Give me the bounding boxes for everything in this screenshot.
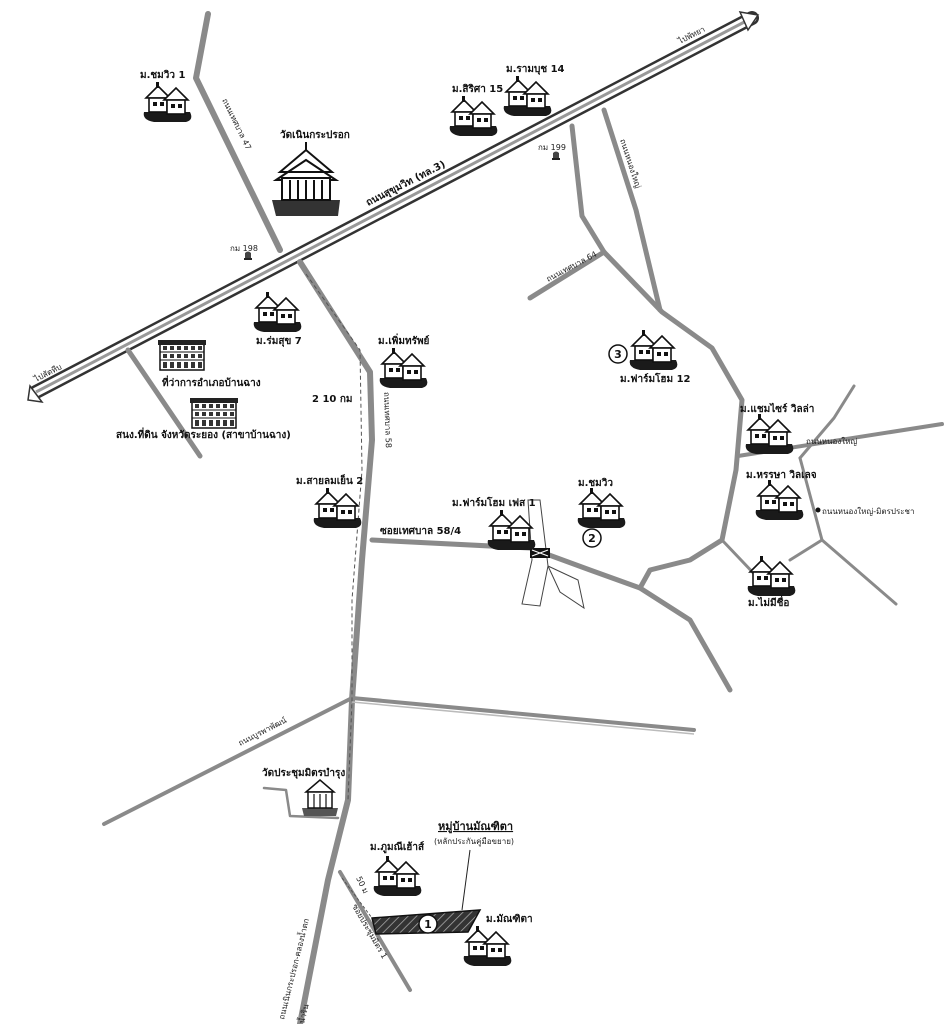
house-icon-farmhome12 [628,329,679,371]
label-road-bottom: น้ำริน [295,1002,311,1024]
label-highlight-title: หมู่บ้านมัณฑิตา [438,820,513,834]
label-romsuk7: ม.ร่มสุข 7 [256,335,302,347]
house-icon-romsuk7 [252,291,303,333]
road-network [27,11,944,1024]
label-hansa-villa: ม.หรรษา วิลเลจ [746,469,817,481]
building-icon-district-office [157,339,207,371]
label-distance-210: 2 10 กม [312,394,352,405]
label-land-office: สนง.ที่ดิน จังหวัดระยอง (สาขาบ้านฉาง) [116,427,291,441]
house-icon-chomwiw1 [142,81,193,123]
road-thesaban-58 [297,259,375,1024]
road-burapha [102,696,354,826]
house-icon-champs-villa [744,413,795,455]
canal-outline [521,499,585,610]
label-farmhome12: ม.ฟาร์มโฮม 12 [620,372,691,385]
house-icon-hansa-villa [754,479,805,521]
label-wat-noen: วัดเนินกระปรอก [280,129,350,141]
house-icon-chomwiw [576,487,627,529]
house-icon-farmhome-phase1 [486,509,537,551]
building-icon-land-office [189,397,239,429]
km-post-icon-199 [552,151,560,160]
house-icon-saitomyen2 [312,487,363,529]
road-temple-loop [262,786,340,820]
sukhumvit-highway [29,11,759,399]
road-to-land-office [125,347,203,459]
label-sirisa15: ม.สิริศา 15 [452,83,503,95]
house-icon-maimeechue [746,555,797,597]
svg-text:2: 2 [588,532,596,545]
label-road-thesaban-58: ถนนเทศบาล 58 [382,392,393,448]
road-thesaban-64 [527,249,607,301]
bridge-icon [530,548,550,558]
arrow-to-pattaya-icon [738,11,760,32]
label-ramabut14: ม.รามบุช 14 [506,64,565,75]
junction-dot [815,507,821,513]
label-km-198: กม 198 [230,244,258,253]
label-road-soi-58-4: ซอยเทศบาล 58/4 [380,526,461,537]
label-distance-50m: 50 ม [354,875,370,895]
road-thesaban-47 [193,11,283,253]
label-highlight-subtitle: (หลักประกันคู่มือขยาย) [434,837,514,847]
marker-1: 1 [418,914,438,934]
house-icon-manthida [462,925,513,967]
label-road-thesaban-64: ถนนเทศบาล 64 [545,249,599,283]
label-maimeechue: ม.ไม่มีชื่อ [748,595,789,609]
label-wat-prachum: วัดประชุมมิตรบำรุง [262,767,345,779]
arrow-to-sattahip-icon [27,384,44,403]
road-east-network [569,123,745,591]
label-road-nong-yai-2: ถนนหนองใหญ่ [806,437,857,446]
svg-text:3: 3 [614,348,622,361]
road-ne-branch [798,384,856,460]
house-icon-permsup [378,347,429,389]
label-farmhome-phase1: ม.ฟาร์มโฮม เฟส 1 [452,496,536,509]
label-saitomyen2: ม.สายลมเย็น 2 [296,473,363,487]
road-nong-yai [601,107,663,313]
distance-guide-50m [341,877,373,919]
label-champs-villa: ม.แชมไซร์ วิลล่า [740,402,814,415]
label-road-nong-yai-mitpracha: ถนนหนองใหญ่-มิตรประชา [822,507,914,516]
marker-3: 3 [608,344,628,364]
temple-icon-prachum [302,779,338,816]
label-km-199: กม 199 [538,143,566,152]
label-permsup: ม.เพิ่มทรัพย์ [378,333,430,347]
distance-guide-line [305,273,363,801]
label-chomwiw1: ม.ชมวิว 1 [140,69,185,81]
label-district-office: ที่ว่าการอำเภอบ้านฉาง [162,375,261,389]
house-icon-ramabut14 [502,75,553,117]
house-icon-sirisa15 [448,95,499,137]
label-phumanee: ม.ภูมณีเฮ้าส์ [370,841,425,854]
road-east-from-burapha [350,696,696,732]
label-chomwiw: ม.ชมวิว [578,477,613,489]
house-icon-phumanee [372,855,423,897]
manthida-leader-line [461,849,471,911]
temple-icon-noen [272,142,340,216]
svg-text:1: 1 [424,918,432,931]
marker-2: 2 [582,528,602,548]
label-manthida: ม.มัณฑิตา [486,913,533,925]
